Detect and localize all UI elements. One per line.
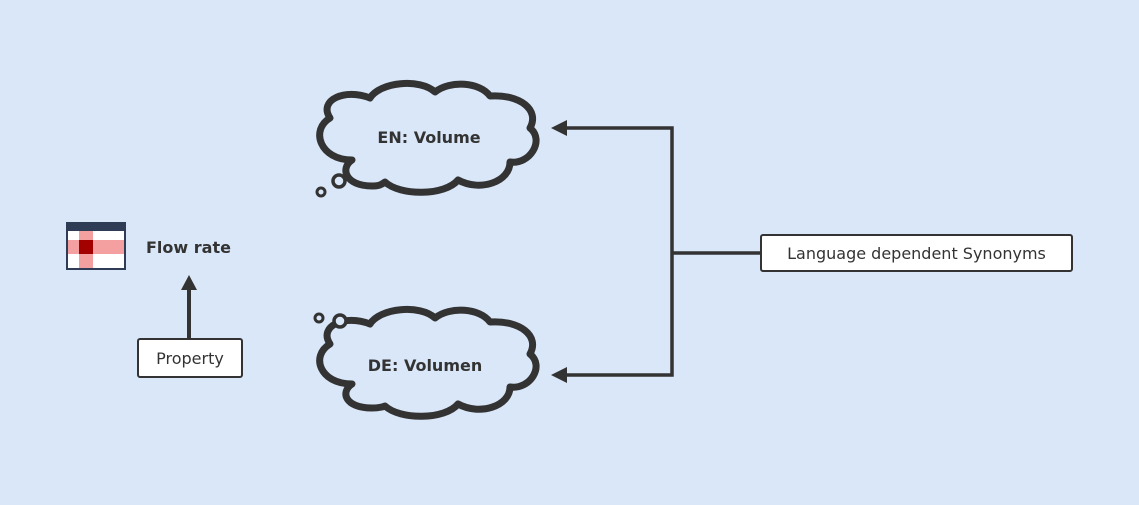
- property-tag-box: Property: [137, 338, 243, 378]
- property-tag-text: Property: [156, 348, 224, 368]
- cloud-de: [313, 305, 540, 420]
- property-label: Flow rate: [146, 238, 231, 257]
- arrow-to-en: [551, 120, 567, 136]
- property-arrow: [181, 275, 197, 340]
- table-grid-icon: [66, 222, 126, 270]
- synonyms-label-text: Language dependent Synonyms: [787, 243, 1046, 263]
- synonym-de-text: DE: Volumen: [367, 356, 483, 375]
- cloud-en: [315, 79, 540, 198]
- synonym-en-text: EN: Volume: [377, 128, 481, 147]
- arrow-to-de: [551, 367, 567, 383]
- synonyms-label-box: Language dependent Synonyms: [760, 234, 1073, 272]
- synonym-connector: [551, 120, 760, 383]
